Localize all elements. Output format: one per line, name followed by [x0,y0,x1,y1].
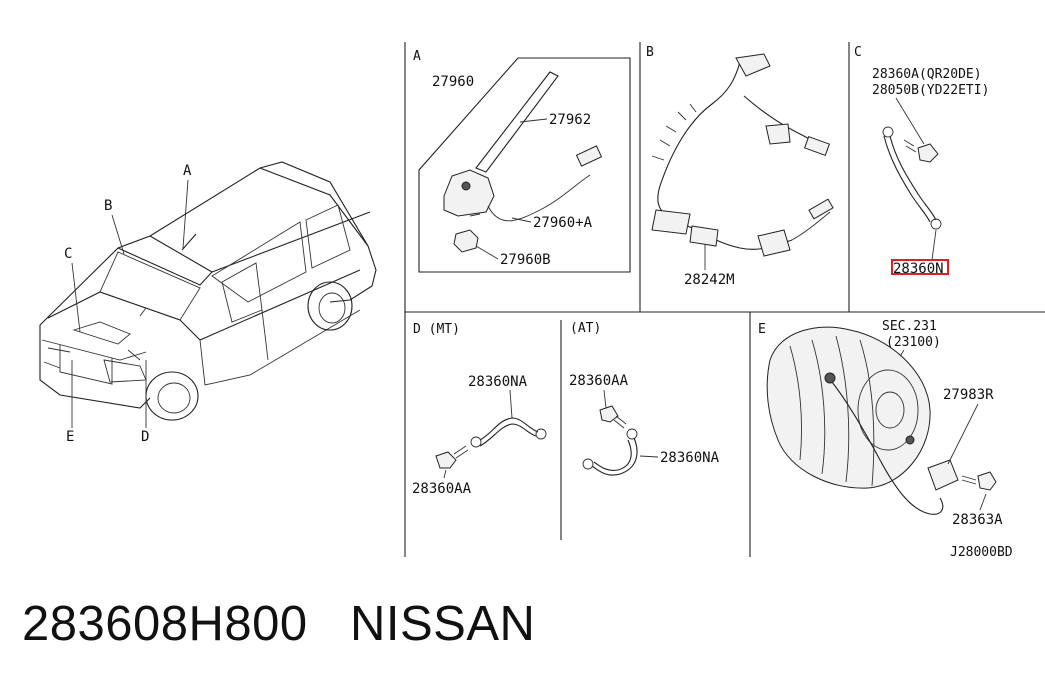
section-a: A 27960 27962 27960+A 27960B [413,49,631,273]
part-27960b: 27960B [500,252,551,268]
section-d-at-label: (AT) [570,321,601,336]
callout-e: E [66,429,74,445]
callout-a: A [183,163,192,179]
callout-c: C [64,246,72,262]
section-e: E SEC.231 (23100) 27983R 28363A [758,319,1003,528]
panel-grid [404,42,1045,557]
vehicle-callouts: A B C E D [64,163,192,445]
part-27960: 27960 [432,74,474,90]
caption-spacer [308,597,350,651]
caption-brand: NISSAN [350,597,536,651]
diagram-code: J28000BD [950,545,1013,560]
part-caption: 283608H800 NISSAN [22,596,535,652]
section-b-letter: B [646,45,654,60]
note-yd22eti: 28050B(YD22ETI) [872,83,989,98]
part-28242m: 28242M [684,272,735,288]
section-d-mt-label: D (MT) [413,322,460,337]
section-b: B 28242M [646,45,834,288]
part-28363a: 28363A [952,512,1003,528]
part-28360na-at: 28360NA [660,450,720,466]
callout-b: B [104,198,112,214]
part-27960-plus-a: 27960+A [533,215,593,231]
part-28360n-highlighted: 28360N [893,261,944,277]
section-c-letter: C [854,45,862,60]
ref-23100: (23100) [886,335,941,350]
section-e-letter: E [758,322,766,337]
highlight-box [891,259,949,275]
part-27962: 27962 [549,112,591,128]
part-28360na-mt: 28360NA [468,374,528,390]
callout-d: D [141,429,149,445]
vehicle-illustration [39,161,377,421]
ref-sec-231: SEC.231 [882,319,937,334]
section-a-letter: A [413,49,421,64]
caption-part-number: 283608H800 [22,597,308,651]
section-c: C 28360A(QR20DE) 28050B(YD22ETI) 28360N [854,45,989,277]
section-d-at: (AT) 28360AA 28360NA [569,321,720,476]
note-qr20de: 28360A(QR20DE) [872,67,982,82]
part-27983r: 27983R [943,387,994,403]
section-d-mt: D (MT) 28360NA 28360AA [412,322,547,497]
part-28360aa-mt: 28360AA [412,481,472,497]
part-28360aa-at: 28360AA [569,373,629,389]
